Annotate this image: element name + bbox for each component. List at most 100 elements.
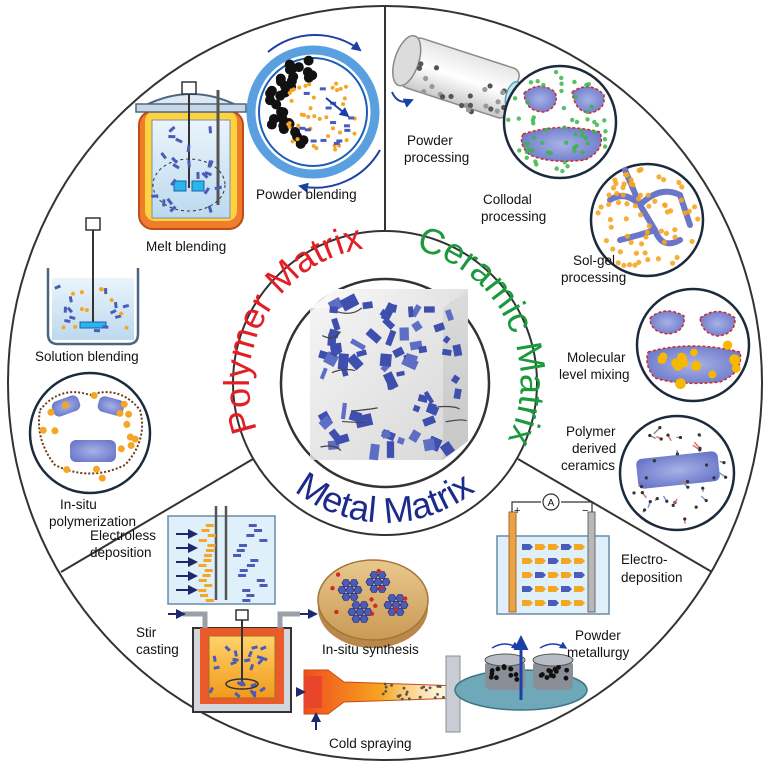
filler-flake: [253, 691, 256, 697]
powder-particle: [495, 99, 500, 104]
powder-particle: [341, 102, 345, 106]
ammeter-symbol: A: [548, 498, 555, 509]
filler-flake: [304, 92, 310, 95]
monomer-particle: [118, 445, 125, 452]
colloid-particle: [589, 104, 593, 108]
powder-ball: [508, 667, 513, 672]
colloid-particle: [544, 128, 548, 132]
sol-particle: [620, 185, 625, 190]
colloid-particle: [565, 164, 569, 168]
filler-flake: [237, 549, 245, 552]
precursor-particle: [690, 349, 698, 357]
hex-cell: [360, 602, 368, 609]
colloid-particle: [562, 125, 566, 129]
powder-particle: [318, 117, 322, 121]
network-atom: [679, 436, 682, 439]
colloid-particle: [602, 118, 606, 122]
powder-processing-label-2: processing: [404, 150, 469, 165]
mill-ball: [288, 63, 298, 73]
reactant-particle: [330, 586, 334, 590]
precursor-particle: [657, 355, 666, 364]
colloid-particle: [585, 110, 589, 114]
sol-particle: [629, 240, 634, 245]
colloid-particle: [559, 89, 563, 93]
filler-flake: [233, 554, 241, 557]
colloid-particle: [524, 142, 528, 146]
powder-particle: [331, 126, 335, 130]
hex-cell: [396, 595, 404, 602]
powder-particle: [73, 325, 77, 329]
precursor-particle: [732, 364, 741, 373]
powder-particle: [312, 114, 316, 118]
colloid-particle: [580, 133, 584, 137]
hex-cell: [370, 586, 378, 593]
filler-flake: [344, 129, 350, 132]
composite-cube: [281, 279, 489, 487]
sol-particle: [618, 249, 623, 254]
reactant-particle: [393, 607, 397, 611]
network-atom: [712, 476, 715, 479]
monomer-particle: [117, 410, 124, 417]
sol-particle: [676, 180, 681, 185]
mill-ball: [277, 109, 287, 119]
hex-cell: [360, 616, 368, 623]
filler-flake: [254, 529, 262, 532]
sol-particle: [689, 239, 694, 244]
precursor-particle: [708, 371, 716, 379]
powder-particle: [125, 326, 129, 330]
sol-particle: [646, 204, 651, 209]
mill-ball: [275, 91, 285, 101]
sol-particle: [652, 199, 657, 204]
filler-flake: [247, 564, 255, 567]
colloid-particle: [517, 116, 521, 120]
network-atom: [640, 485, 643, 488]
polymer-derived-ceramics-illustration: [620, 416, 734, 530]
mill-ball: [276, 76, 286, 86]
spray-particle: [434, 696, 437, 699]
colloid-particle: [562, 106, 566, 110]
network-atom: [653, 459, 656, 462]
solgel-processing-label-1: Sol-gel: [573, 253, 615, 268]
colloid-particle: [595, 123, 599, 127]
sol-particle: [692, 204, 697, 209]
filler-flake: [305, 128, 311, 131]
sol-particle: [695, 216, 700, 221]
hex-cell: [388, 595, 396, 602]
spray-particle: [397, 695, 400, 698]
colloid-particle: [579, 129, 583, 133]
colloidal-processing-illustration: [504, 66, 616, 178]
colloid-particle: [575, 120, 579, 124]
filler-flake: [242, 589, 250, 592]
powder-ball: [564, 668, 569, 673]
sol-particle: [598, 204, 603, 209]
monomer-particle: [121, 401, 128, 408]
powder-particle: [459, 103, 464, 108]
filler-flake: [299, 127, 305, 130]
spray-particle: [436, 693, 439, 696]
network-atom: [665, 500, 668, 503]
powder-particle: [306, 115, 310, 119]
electrodeposition-label-2: deposition: [621, 570, 683, 585]
electroless-label-2: deposition: [90, 545, 152, 560]
colloid-particle: [526, 100, 530, 104]
filler-flake: [238, 574, 246, 577]
powder-ball: [551, 674, 556, 679]
colloid-particle: [572, 145, 576, 149]
precursor-particle: [680, 359, 688, 367]
colloid-particle: [581, 150, 585, 154]
sol-particle: [674, 255, 679, 260]
sol-particle: [662, 202, 667, 207]
melt-blending-illustration: [136, 82, 246, 229]
colloid-particle: [541, 83, 545, 87]
sol-particle: [679, 198, 684, 203]
powder-particle: [309, 106, 313, 110]
sol-particle: [646, 193, 651, 198]
filler-flake: [102, 325, 108, 329]
metal-ion: [208, 534, 216, 537]
powder-metallurgy-label-1: Powder: [575, 628, 621, 643]
sol-particle: [621, 192, 626, 197]
spray-particle: [442, 696, 445, 699]
powder-particle: [434, 65, 439, 70]
insitu-polymerization-label-1: In-situ: [60, 497, 97, 512]
